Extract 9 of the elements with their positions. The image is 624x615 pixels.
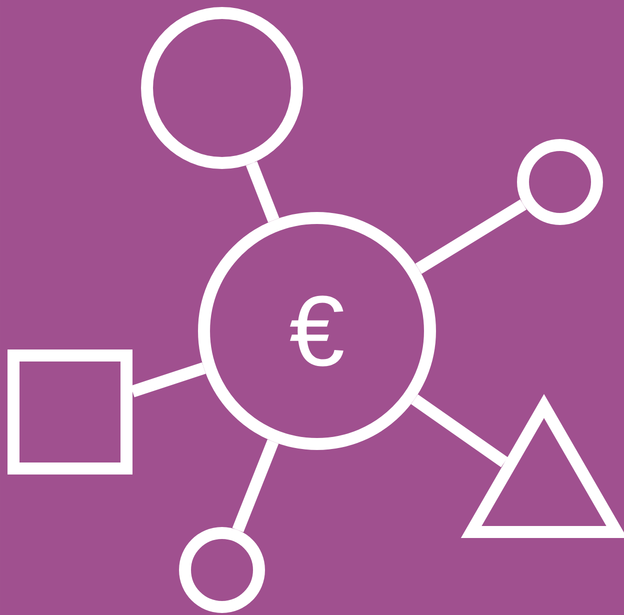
connector-line (411, 394, 508, 468)
connector-line (246, 161, 280, 222)
connector-line (130, 362, 206, 398)
connector-line (415, 199, 526, 274)
circle-shape (179, 527, 265, 613)
circle-shape (517, 139, 603, 225)
square-shape (8, 350, 132, 474)
connector-line (232, 439, 279, 532)
circle-shape (141, 7, 303, 169)
